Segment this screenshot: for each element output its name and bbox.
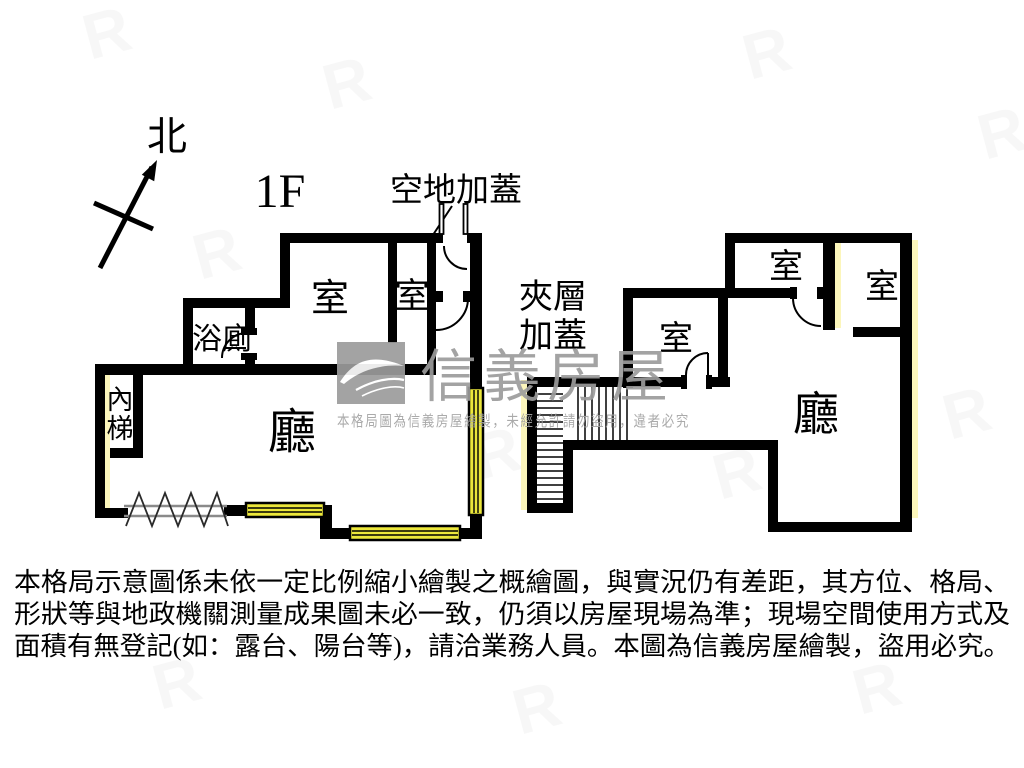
top-center-room-door-arc [792, 297, 822, 327]
left-living-label: 廳 [268, 406, 316, 459]
mezzanine-label-line2: 加蓋 [519, 318, 587, 355]
right-living-label: 廳 [793, 389, 839, 440]
window-right-vertical [467, 386, 485, 517]
watermark-notice-text: 本格局圖為信義房屋繪製，未經允許請勿盜用，違者必究 [337, 412, 690, 430]
corridor-door-swing-arc [435, 296, 470, 331]
sinyi-logo-swoosh [340, 359, 404, 384]
disclaimer-line-1: 本格局示意圖係未依一定比例縮小繪製之概繪圖，與實況仍有差距，其方位、格局、 [14, 568, 1010, 597]
compass-arrow-head [141, 160, 157, 182]
inner-stairs-label-char2: 梯 [107, 414, 134, 444]
bathroom-door-swing-arc [221, 332, 248, 359]
floor-label: 1F [255, 165, 306, 218]
bathroom-label: 浴廁 [192, 323, 252, 356]
right-room-center-label: 室 [659, 320, 693, 358]
right-plan-doors [685, 297, 822, 376]
right-room-top-label: 室 [769, 248, 803, 286]
top-door-leaf-left [438, 203, 445, 235]
svg-text:R: R [935, 372, 998, 454]
svg-text:R: R [75, 0, 138, 74]
right-plan-walls [521, 233, 918, 532]
svg-text:R: R [185, 212, 248, 294]
retractable-gate-symbol [124, 490, 229, 529]
window-bottom-left [244, 501, 326, 519]
svg-text:R: R [970, 92, 1024, 174]
svg-text:R: R [315, 42, 378, 124]
right-room-right-label: 室 [865, 268, 899, 306]
disclaimer-line-3: 面積有無登記(如：露台、陽台等)，請洽業務人員。本圖為信義房屋繪製，盜用必究。 [14, 632, 1010, 661]
left-plan-doors [221, 203, 470, 359]
north-label: 北 [147, 114, 187, 159]
top-door-swing-arc [443, 245, 468, 270]
sinyi-watermark: 信義房屋 本格局圖為信義房屋繪製，未經允許請勿盜用，違者必究 [337, 342, 690, 430]
open-land-label: 空地加蓋 [390, 172, 522, 209]
north-compass: 北 [92, 114, 187, 270]
top-door-leaf-right [462, 203, 469, 235]
inner-stairs-label-char1: 內 [107, 385, 134, 415]
center-room-door-arc [685, 352, 709, 376]
mezzanine-stairs [537, 387, 628, 500]
left-plan-windows [244, 386, 485, 542]
svg-text:R: R [735, 12, 798, 94]
left-room1-label: 室 [311, 278, 349, 320]
window-bottom-right [348, 524, 462, 542]
mezzanine-label-line1: 夾層 [519, 279, 587, 316]
svg-text:R: R [505, 667, 568, 749]
disclaimer-paragraph: 本格局示意圖係未依一定比例縮小繪製之概繪圖，與實況仍有差距，其方位、格局、 形狀… [14, 568, 1010, 661]
left-room2-label: 室 [394, 277, 429, 316]
compass-cross-stroke [92, 200, 155, 232]
disclaimer-line-2: 形狀等與地政機關測量成果圖未必一致，仍須以房屋現場為準；現場空間使用方式及 [14, 600, 1010, 629]
